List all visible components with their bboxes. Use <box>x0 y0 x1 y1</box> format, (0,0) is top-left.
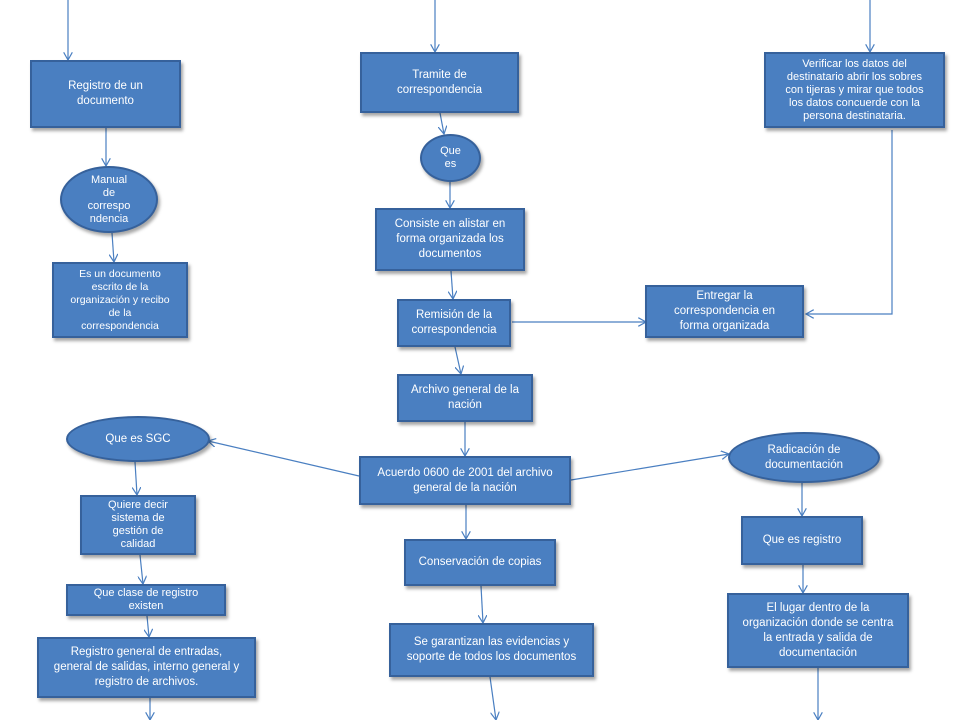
arrow-tramite-to-que-es <box>440 112 444 134</box>
node-el-lugar-dentro: El lugar dentro de la organización donde… <box>727 593 909 668</box>
node-registro-general-de-entradas: Registro general de entradas, general de… <box>37 637 256 698</box>
node-archivo-general-de-la-nacion: Archivo general de la nación <box>397 374 533 422</box>
node-tramite-de-correspondencia: Tramite de correspondencia <box>360 52 519 113</box>
arrow-verificar-to-entregar <box>806 130 893 314</box>
arrow-que-clase-to-registro-general <box>147 615 149 637</box>
node-es-un-documento: Es un documento escrito de la organizaci… <box>52 262 188 338</box>
node-que-clase-de-registro: Que clase de registro existen <box>66 584 226 616</box>
arrow-manual-to-es-un-documento <box>112 232 114 262</box>
node-manual-de-correspondencia: Manual de correspo ndencia <box>60 166 158 233</box>
arrow-consiste-to-remision <box>451 270 453 299</box>
node-que-es-registro: Que es registro <box>741 516 863 565</box>
arrow-conservacion-to-se-garantizan <box>481 585 483 623</box>
node-acuerdo-0600: Acuerdo 0600 de 2001 del archivo general… <box>359 456 571 505</box>
node-remision-de-la-correspondencia: Remisión de la correspondencia <box>397 299 511 347</box>
node-quiere-decir: Quiere decir sistema de gestión de calid… <box>80 495 196 555</box>
node-consiste-en-alistar: Consiste en alistar en forma organizada … <box>375 208 525 271</box>
node-registro-de-un-documento: Registro de un documento <box>30 60 181 128</box>
arrow-acuerdo-to-que-es-sgc <box>208 441 360 477</box>
node-que-es-sgc: Que es SGC <box>66 416 210 462</box>
arrow-acuerdo-to-radicacion <box>570 454 729 481</box>
node-radicacion-de-documentacion: Radicación de documentación <box>728 432 880 483</box>
node-que-es: Que es <box>420 134 481 182</box>
arrow-sgc-to-quiere-decir <box>135 461 137 495</box>
node-se-garantizan: Se garantizan las evidencias y soporte d… <box>389 623 594 677</box>
node-conservacion-de-copias: Conservación de copias <box>404 539 556 586</box>
arrow-se-garantizan-out <box>489 676 496 720</box>
arrow-quiere-decir-to-que-clase <box>140 554 143 584</box>
arrow-remision-to-archivo <box>454 346 461 374</box>
node-entregar-la-correspondencia: Entregar la correspondencia en forma org… <box>645 285 804 338</box>
node-verificar-los-datos: Verificar los datos del destinatario abr… <box>764 52 945 128</box>
